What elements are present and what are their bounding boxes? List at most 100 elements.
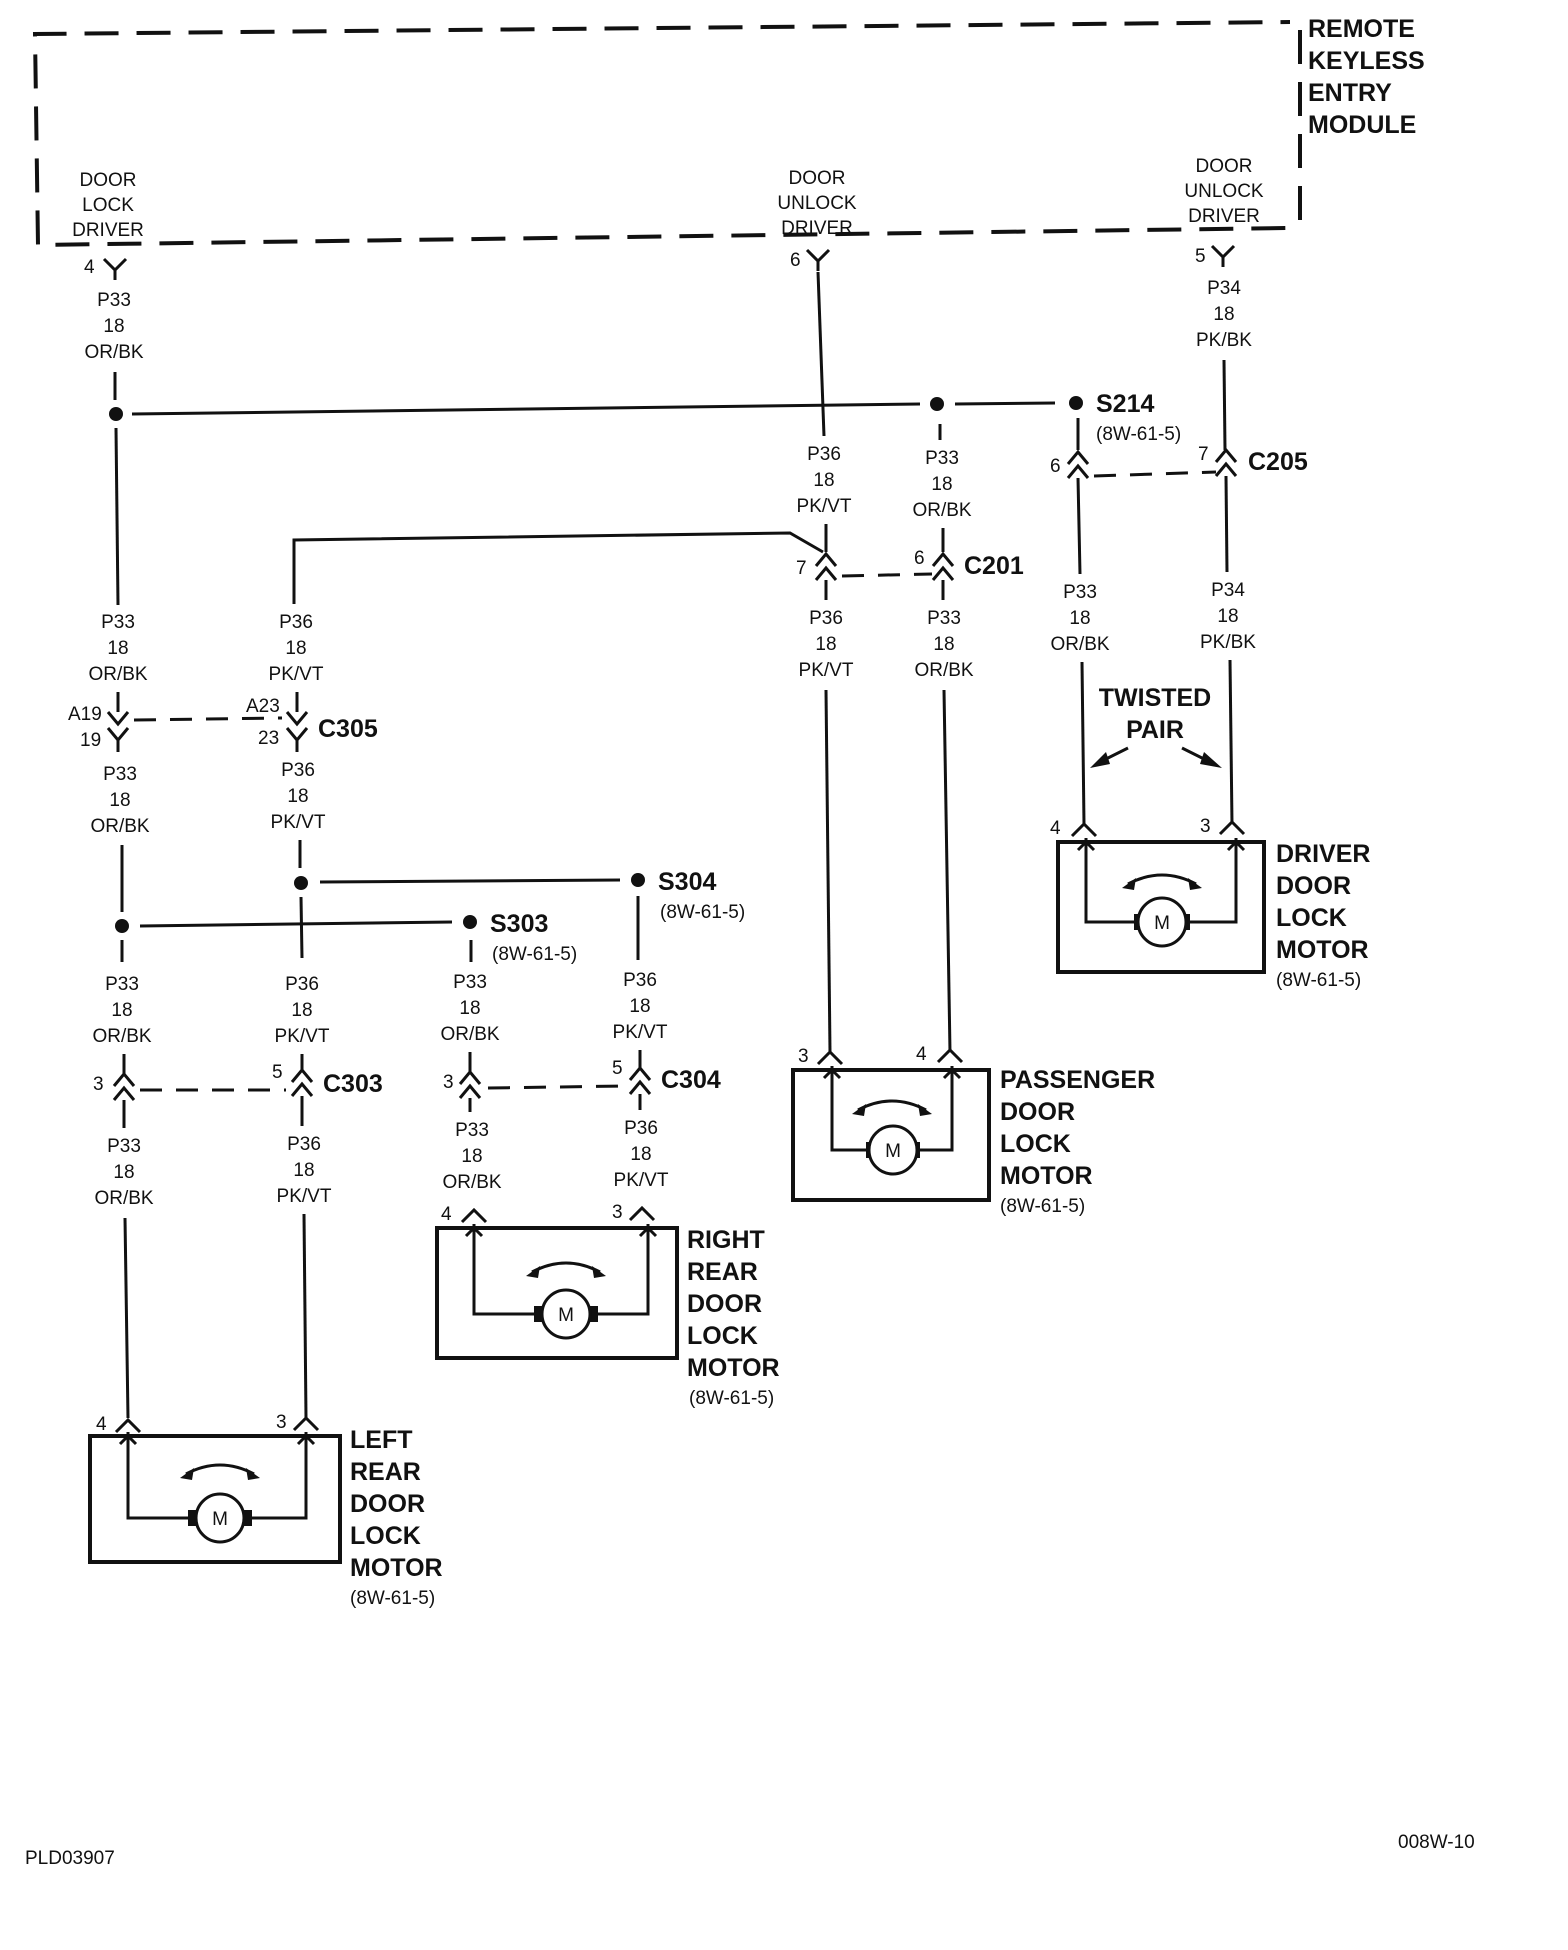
passenger-motor-box bbox=[791, 1068, 991, 1202]
module-pin-4: 4 bbox=[84, 257, 95, 278]
wire-label-p33-t1: P33 bbox=[1063, 582, 1097, 603]
c304-dash bbox=[487, 1084, 627, 1090]
passenger-label-3: LOCK bbox=[1000, 1130, 1071, 1158]
driver-label-4: MOTOR bbox=[1276, 936, 1369, 964]
c305-name: C305 bbox=[318, 715, 378, 743]
unlock-driver-5-label-2: UNLOCK bbox=[1184, 181, 1264, 202]
splice-s304-ref: (8W-61-5) bbox=[660, 902, 745, 923]
wire-c205-p34-down bbox=[1224, 475, 1229, 573]
splice-s304-name: S304 bbox=[658, 868, 716, 896]
right-rear-motor-brush-left bbox=[534, 1306, 544, 1322]
wire-label-p33-t2: 18 bbox=[1069, 608, 1090, 629]
twisted-pair-label-1: TWISTED bbox=[1099, 684, 1212, 712]
left-rear-label-3: DOOR bbox=[350, 1490, 425, 1518]
wire-label-p36-e2: 18 bbox=[291, 1000, 312, 1021]
left-rear-rotation-arrows-icon bbox=[185, 1463, 255, 1476]
driver-arrow-head-right-icon bbox=[1188, 878, 1202, 890]
c305-pin-23: 23 bbox=[258, 728, 279, 749]
driver-rotation-arrows-icon bbox=[1127, 873, 1197, 886]
passenger-rotation-arrows-icon bbox=[857, 1099, 927, 1112]
passenger-pin-3: 3 bbox=[798, 1046, 809, 1067]
wire-p33-bus-2 bbox=[954, 401, 1056, 406]
c303-terminal-left-icon bbox=[112, 1062, 136, 1101]
wire-label-p33-d1: P33 bbox=[103, 764, 137, 785]
wire-label-p36-e1: P36 bbox=[285, 974, 319, 995]
wire-p34-a bbox=[1222, 359, 1227, 451]
module-terminal-4-icon bbox=[102, 257, 128, 280]
left-rear-label-5: MOTOR bbox=[350, 1554, 443, 1582]
c205-name: C205 bbox=[1248, 448, 1308, 476]
driver-motor-wiring bbox=[1076, 838, 1246, 924]
module-pin-6: 6 bbox=[790, 250, 801, 271]
left-rear-label-2: REAR bbox=[350, 1458, 421, 1486]
left-rear-motor-wiring bbox=[118, 1432, 316, 1520]
wire-label-p33-r3: OR/BK bbox=[440, 1024, 499, 1045]
right-rear-terminal-3-icon bbox=[628, 1205, 656, 1222]
driver-motor-icon bbox=[1136, 896, 1188, 948]
wire-label-p33-b1: P33 bbox=[101, 612, 135, 633]
wire-label-p33-p3: OR/BK bbox=[912, 500, 971, 521]
passenger-motor-symbol: M bbox=[885, 1141, 901, 1162]
right-rear-arrow-head-left-icon bbox=[526, 1266, 540, 1278]
module-title-2: KEYLESS bbox=[1308, 47, 1425, 75]
passenger-label-1: PASSENGER bbox=[1000, 1066, 1155, 1094]
wire-label-p36-e3: PK/VT bbox=[275, 1026, 330, 1047]
wire-p33-to-s303 bbox=[139, 920, 453, 928]
wire-label-p33-q3: OR/BK bbox=[914, 660, 973, 681]
wire-label-p33-g1: P33 bbox=[107, 1136, 141, 1157]
wire-label-p34-t1: P34 bbox=[1211, 580, 1245, 601]
driver-label-1: DRIVER bbox=[1276, 840, 1370, 868]
driver-ref: (8W-61-5) bbox=[1276, 970, 1361, 991]
twisted-pair-arrow-right-head-icon bbox=[1200, 752, 1222, 768]
c305-terminal-right-icon bbox=[285, 711, 309, 752]
wire-label-p36-g2: 18 bbox=[293, 1160, 314, 1181]
wire-label-p33-q1: P33 bbox=[927, 608, 961, 629]
wire-label-p36-r2: 18 bbox=[629, 996, 650, 1017]
right-rear-pin-4: 4 bbox=[441, 1204, 452, 1225]
wire-label-p33-e2: 18 bbox=[111, 1000, 132, 1021]
c304-name: C304 bbox=[661, 1066, 721, 1094]
left-rear-ref: (8W-61-5) bbox=[350, 1588, 435, 1609]
wire-p33-q-down bbox=[942, 689, 952, 1053]
passenger-terminal-3-icon bbox=[816, 1049, 844, 1066]
wire-label-p34-a3: PK/BK bbox=[1196, 330, 1252, 351]
c303-pin-3: 3 bbox=[93, 1074, 104, 1095]
right-rear-arrow-head-right-icon bbox=[592, 1266, 606, 1278]
wire-p33-bus bbox=[131, 402, 921, 416]
lock-driver-label-1: DOOR bbox=[80, 170, 137, 191]
wire-p36-e bbox=[299, 896, 304, 959]
wire-p33-h bbox=[123, 1217, 130, 1419]
driver-motor-symbol: M bbox=[1154, 913, 1170, 934]
c205-pin-7: 7 bbox=[1198, 444, 1209, 465]
wire-p36-top-loop bbox=[292, 531, 824, 604]
c305-terminal-left-icon bbox=[106, 711, 130, 752]
footer-left-code: PLD03907 bbox=[25, 1848, 115, 1869]
wire-label-p36-s3: PK/VT bbox=[614, 1170, 669, 1191]
left-rear-motor-brush-left bbox=[188, 1510, 198, 1526]
module-title-1: REMOTE bbox=[1308, 15, 1415, 43]
c305-pin-a19: A19 bbox=[68, 704, 102, 725]
right-rear-label-1: RIGHT bbox=[687, 1226, 765, 1254]
right-rear-label-5: MOTOR bbox=[687, 1354, 780, 1382]
module-terminal-5-icon bbox=[1210, 244, 1236, 267]
wire-label-p33-s2: 18 bbox=[461, 1146, 482, 1167]
right-rear-motor-symbol: M bbox=[558, 1305, 574, 1326]
driver-pin-4: 4 bbox=[1050, 818, 1061, 839]
splice-s214-dot bbox=[1069, 396, 1083, 410]
c205-dash bbox=[1093, 470, 1217, 478]
left-rear-arrow-head-right-icon bbox=[246, 1468, 260, 1480]
passenger-pin-4: 4 bbox=[916, 1044, 927, 1065]
wire-label-p36-q2: 18 bbox=[815, 634, 836, 655]
wire-label-p33-a2: 18 bbox=[103, 316, 124, 337]
c304-terminal-left-icon bbox=[458, 1060, 482, 1099]
passenger-arrow-head-right-icon bbox=[918, 1104, 932, 1116]
wire-label-p33-d2: 18 bbox=[109, 790, 130, 811]
right-rear-label-3: DOOR bbox=[687, 1290, 762, 1318]
module-title-3: ENTRY bbox=[1308, 79, 1392, 107]
right-rear-motor-box bbox=[435, 1226, 679, 1360]
right-rear-motor-brush-right bbox=[588, 1306, 598, 1322]
unlock-driver-6-label-1: DOOR bbox=[789, 168, 846, 189]
left-rear-motor-icon bbox=[194, 1492, 246, 1544]
